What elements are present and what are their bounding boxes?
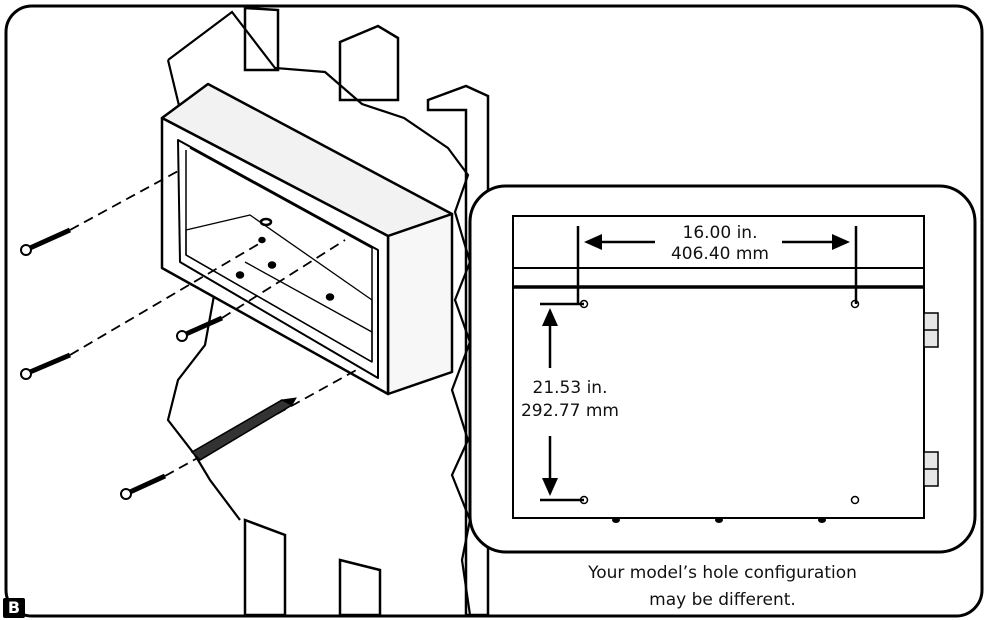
side-hinge-lower — [923, 451, 939, 487]
box-opening — [177, 139, 379, 379]
vertical-dim-inches: 21.53 in. — [533, 378, 608, 398]
horizontal-dim-inches: 16.00 in. — [683, 223, 758, 243]
horizontal-dimension — [576, 226, 858, 304]
caption-line-2: may be different. — [649, 590, 796, 610]
caption-line-1: Your model’s hole configuration — [588, 563, 857, 583]
enclosure-box — [160, 82, 454, 396]
horizontal-dim-mm: 406.40 mm — [671, 244, 769, 264]
screw-1 — [20, 169, 181, 256]
bottom-feet — [612, 517, 826, 523]
screw-2 — [20, 241, 263, 380]
box-side — [386, 212, 454, 396]
side-hinge-upper — [923, 312, 939, 348]
vertical-dimension — [540, 302, 584, 502]
wall-anchor — [190, 397, 297, 461]
step-badge: B — [3, 598, 25, 618]
screw-3 — [176, 239, 346, 342]
mounting-screws — [20, 169, 361, 500]
vertical-dim-mm: 292.77 mm — [521, 401, 619, 421]
detail-panel — [468, 184, 977, 554]
mounting-holes — [579, 299, 860, 505]
